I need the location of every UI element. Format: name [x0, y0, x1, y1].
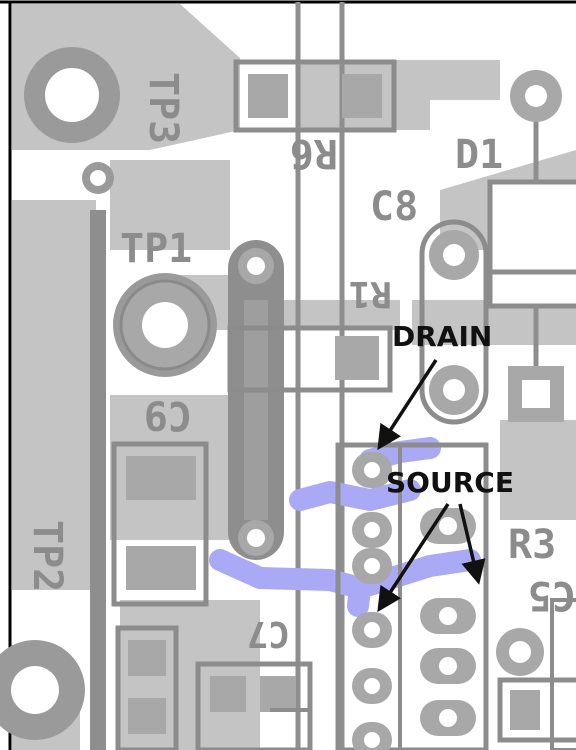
test-point-tp3 — [24, 47, 120, 194]
label-c9: C9 — [144, 392, 192, 438]
arrow-source-left — [377, 503, 450, 613]
label-c5: C5 — [528, 572, 576, 618]
test-point-tp2 — [0, 640, 85, 740]
r3-c5-footprint — [496, 598, 576, 750]
ic-footprint — [335, 442, 489, 750]
label-c7: C7 — [247, 613, 290, 654]
arrow-drain — [377, 359, 438, 451]
label-d1: D1 — [455, 132, 503, 178]
annotation-drain: DRAIN — [392, 320, 492, 353]
annotation-arrows — [377, 359, 486, 613]
annotation-source: SOURCE — [386, 466, 514, 499]
test-point-tp1 — [113, 273, 217, 377]
label-r1: R1 — [349, 273, 392, 314]
label-tp2: TP2 — [24, 520, 70, 592]
c9-footprint — [111, 441, 209, 607]
vertical-component — [228, 240, 284, 560]
r1-footprint — [227, 325, 393, 393]
label-tp3: TP3 — [140, 72, 186, 144]
label-tp1: TP1 — [120, 226, 192, 272]
arrow-source-right — [458, 503, 486, 585]
d1-footprint — [487, 70, 576, 422]
r6-footprint — [233, 59, 397, 133]
c7-footprint — [115, 625, 313, 750]
label-r6: R6 — [290, 130, 338, 176]
label-c8: C8 — [370, 184, 418, 230]
label-r3: R3 — [508, 522, 556, 568]
c8-footprint — [419, 219, 489, 425]
